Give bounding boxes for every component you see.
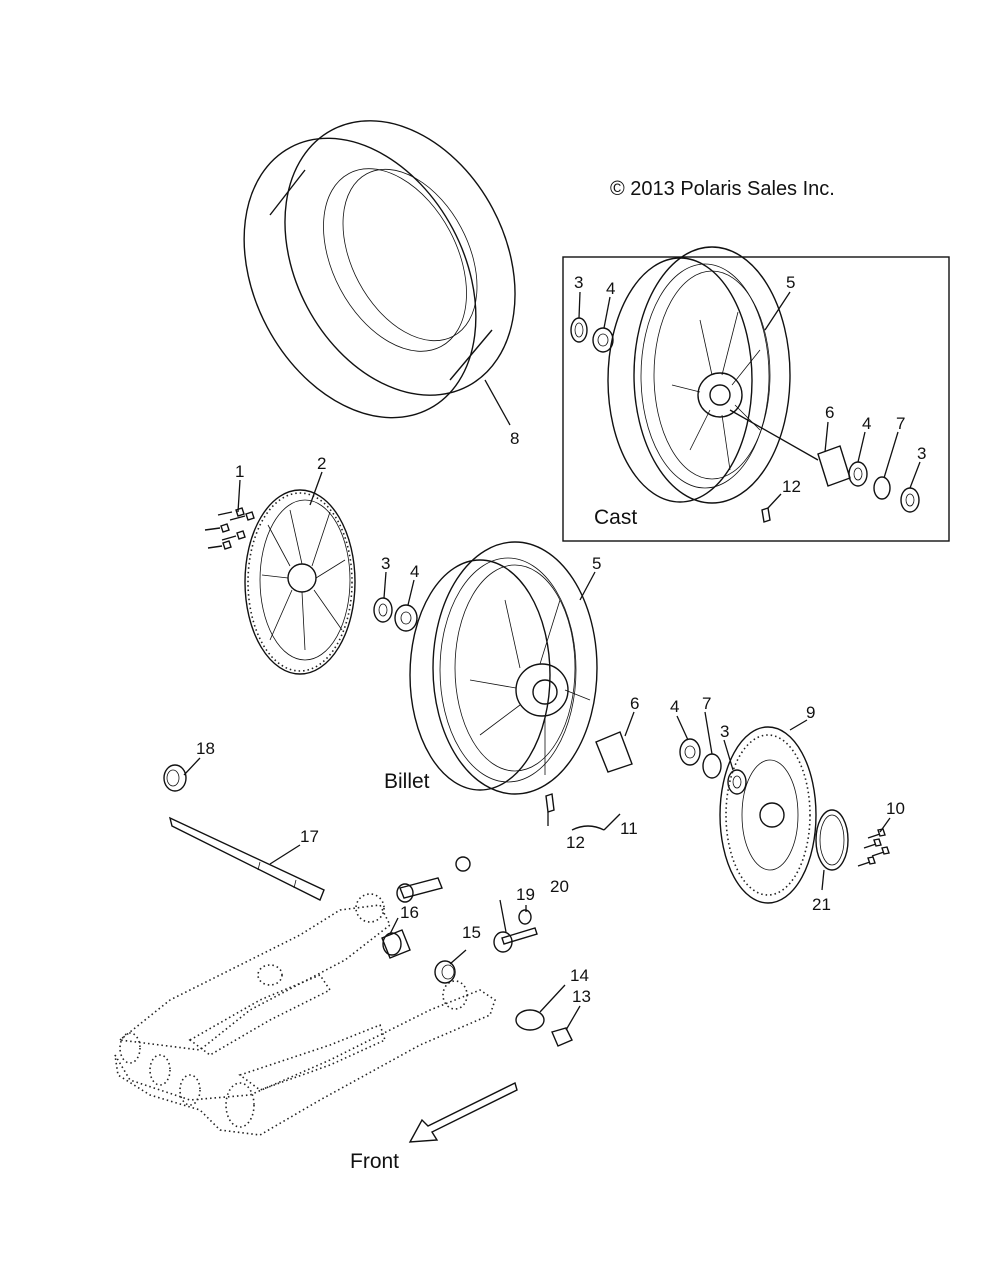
billet-leader-lines xyxy=(183,471,891,1031)
cast-caption: Cast xyxy=(594,506,637,529)
callout-5: 5 xyxy=(786,273,795,292)
billet-wheel xyxy=(409,541,598,795)
nut-20 xyxy=(518,909,532,925)
callout-15: 15 xyxy=(462,923,481,942)
tire xyxy=(243,120,516,419)
callout-19: 19 xyxy=(516,885,535,904)
cast-leader-lines xyxy=(578,291,921,509)
billet-valve-stem xyxy=(545,793,555,813)
abs-ring xyxy=(815,809,849,871)
cast-wheel xyxy=(607,246,791,504)
callout-6: 6 xyxy=(825,403,834,422)
cast-spacer xyxy=(817,445,851,487)
callout-9: 9 xyxy=(806,703,815,722)
front-caption: Front xyxy=(350,1150,399,1173)
callout-3: 3 xyxy=(574,273,583,292)
callout-16: 16 xyxy=(400,903,419,922)
callout-8: 8 xyxy=(510,429,519,448)
callout-11: 11 xyxy=(620,819,638,838)
callout-21: 21 xyxy=(812,895,831,914)
billet-bearing-right xyxy=(679,738,701,766)
callout-10: 10 xyxy=(886,799,905,818)
cast-valve-stem xyxy=(761,507,771,523)
axle-nut-small xyxy=(455,856,471,872)
callout-20: 20 xyxy=(550,877,569,896)
callout-14: 14 xyxy=(570,966,589,985)
spacer-16-upper xyxy=(396,877,443,903)
callout-4: 4 xyxy=(670,697,679,716)
brake-disc xyxy=(719,726,817,904)
callout-13: 13 xyxy=(572,987,591,1006)
copyright-notice: © 2013 Polaris Sales Inc. xyxy=(610,178,835,200)
spacer-16 xyxy=(381,929,411,959)
callout-4: 4 xyxy=(606,279,615,298)
front-arrow xyxy=(408,1082,518,1143)
billet-spacer xyxy=(595,731,633,773)
billet-caption: Billet xyxy=(384,770,430,793)
disc-bolts xyxy=(857,828,890,867)
axle-cap xyxy=(163,764,187,792)
callout-18: 18 xyxy=(196,739,215,758)
callout-3: 3 xyxy=(381,554,390,573)
sprocket-bolts xyxy=(204,507,255,550)
cast-snap-ring xyxy=(873,476,891,500)
cast-wheel-inset-box xyxy=(562,256,950,542)
callout-12: 12 xyxy=(782,477,801,496)
callout-7: 7 xyxy=(896,414,905,433)
callout-3: 3 xyxy=(917,444,926,463)
billet-seal xyxy=(373,597,393,623)
billet-snap-ring xyxy=(702,753,722,779)
swingarm xyxy=(114,893,496,1136)
billet-bearing xyxy=(394,604,418,632)
cast-bearing xyxy=(592,327,614,353)
callout-2: 2 xyxy=(317,454,326,473)
balance-weight xyxy=(571,825,605,831)
cast-seal xyxy=(570,317,588,343)
sprocket xyxy=(244,489,356,675)
billet-seal-right xyxy=(727,769,747,795)
adjuster-bolt-19 xyxy=(493,927,538,953)
callout-3: 3 xyxy=(720,722,729,741)
callout-4: 4 xyxy=(862,414,871,433)
callout-4: 4 xyxy=(410,562,419,581)
callout-5: 5 xyxy=(592,554,601,573)
axle-nut-13 xyxy=(551,1027,573,1047)
callout-numbers: 1 2 3 4 5 6 4 7 3 12 8 3 4 5 6 4 7 3 9 1… xyxy=(196,273,926,1006)
cast-bearing-right xyxy=(848,461,868,487)
callout-6: 6 xyxy=(630,694,639,713)
cast-seal-right xyxy=(900,487,920,513)
rear-axle xyxy=(168,816,325,901)
callout-1: 1 xyxy=(235,462,244,481)
collar-15 xyxy=(434,960,456,984)
callout-17: 17 xyxy=(300,827,319,846)
adjuster-plate-14 xyxy=(515,1009,545,1031)
callout-12: 12 xyxy=(566,833,585,852)
callout-7: 7 xyxy=(702,694,711,713)
